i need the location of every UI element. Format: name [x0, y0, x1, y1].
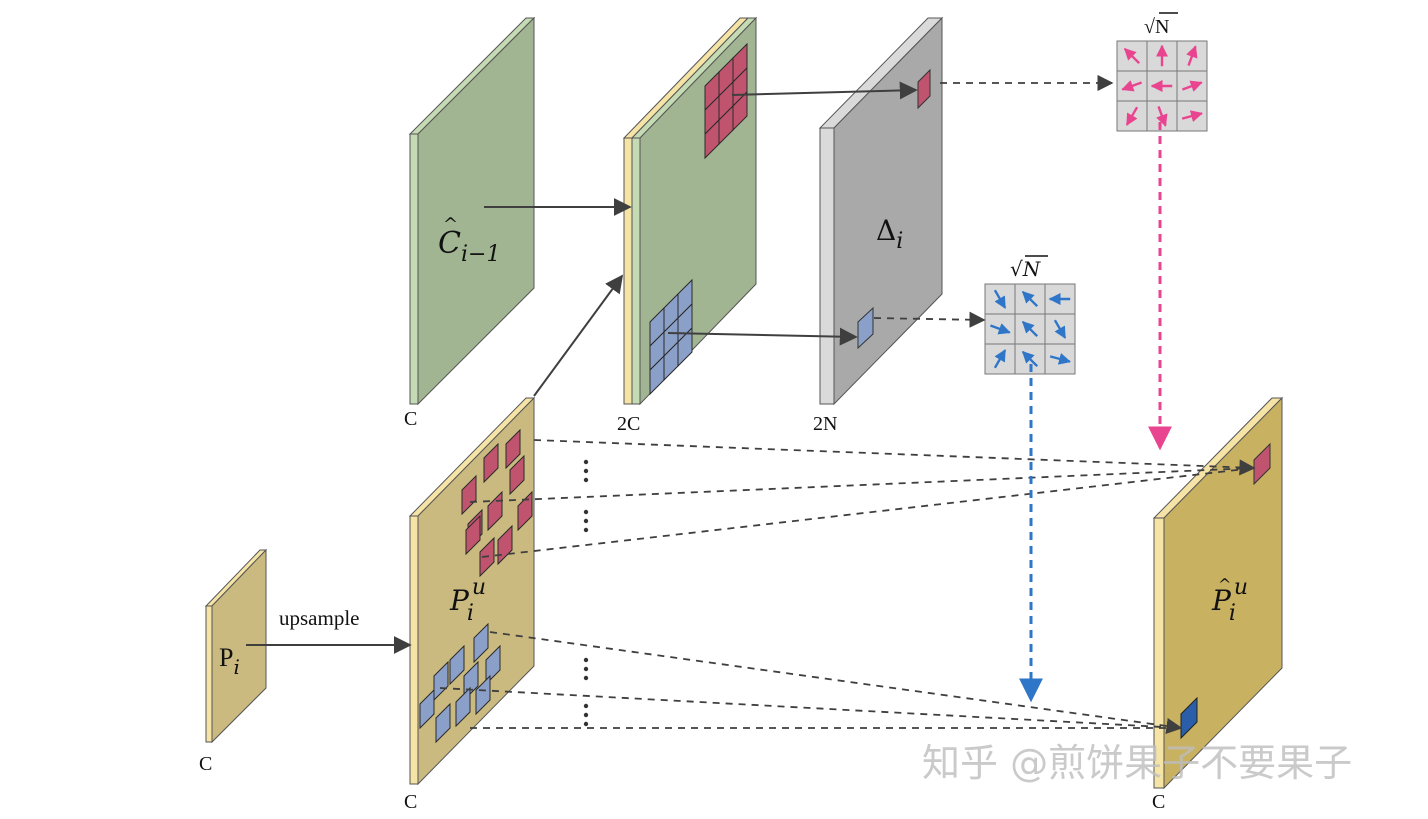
- c-prev-hat: ^: [443, 214, 458, 235]
- blue-patch: [435, 702, 451, 744]
- c-prev-label: Ci−1: [438, 226, 500, 267]
- sqrtN-top-label: √N: [1144, 16, 1169, 38]
- red-patch: [505, 428, 521, 470]
- red-patch: [461, 474, 477, 516]
- offset-arrow: [993, 289, 1007, 309]
- dim-label-phat: C: [1152, 791, 1165, 813]
- dash-red-1: [533, 439, 1256, 476]
- arrow-pu-to-concat: [533, 274, 624, 397]
- phat-red-cell: [1253, 442, 1271, 486]
- blue-patch: [475, 674, 491, 716]
- red-patch: [517, 490, 533, 532]
- red-patch: [465, 514, 481, 556]
- blue-patch: [473, 622, 489, 664]
- offset-arrow: [1181, 110, 1204, 122]
- offset-arrow: [1125, 106, 1139, 126]
- red-patch: [483, 442, 499, 484]
- offset-arrow: [1021, 320, 1039, 338]
- arrow-grid-blue: [984, 283, 1076, 375]
- dash-blue-2: [439, 687, 1182, 729]
- dash-red-3: [481, 467, 1255, 558]
- phat-plane: [1152, 396, 1284, 790]
- offset-arrow: [1049, 353, 1072, 365]
- dash-blue-1: [489, 631, 1183, 735]
- dim-label-pi: C: [199, 753, 212, 775]
- dash-delta-blue-to-grid: [873, 311, 986, 328]
- solid-arrows: [246, 81, 918, 654]
- blue-patch: [485, 644, 501, 686]
- concat-red-patch-grid: [704, 42, 748, 160]
- offset-arrow: [990, 323, 1011, 335]
- phat-label: Piu: [1211, 575, 1248, 626]
- blue-patch: [455, 686, 471, 728]
- blue-patch: [419, 688, 435, 730]
- blue-patch: [449, 644, 465, 686]
- c-prev-plane: [408, 16, 536, 406]
- offset-arrow: [1053, 319, 1067, 339]
- dim-label-delta: 2N: [813, 413, 837, 435]
- phat-hat: ^: [1218, 575, 1231, 594]
- dim-label-concat: 2C: [617, 413, 640, 435]
- red-patch: [509, 454, 525, 496]
- offset-arrow: [1186, 45, 1198, 66]
- offset-arrow: [993, 349, 1007, 369]
- offset-arrow: [1182, 80, 1203, 92]
- arrow-blue-to-delta: [667, 327, 858, 346]
- arrow-red-to-delta: [731, 81, 918, 100]
- red-patch: [732, 90, 748, 132]
- dim-label-c-prev: C: [404, 408, 417, 430]
- dashed-arrows: [439, 74, 1256, 735]
- delta-plane: [818, 16, 944, 406]
- offset-arrow: [1156, 106, 1168, 127]
- watermark: 知乎 @煎饼果子不要果子: [922, 741, 1352, 785]
- delta-red-cell: [917, 68, 931, 110]
- offset-arrow: [1021, 290, 1039, 308]
- upsample-label: upsample: [279, 606, 359, 630]
- delta-blue-cell: [857, 306, 874, 350]
- delta-label: Δi: [876, 214, 903, 254]
- pu-blue-patches: [419, 622, 501, 744]
- dim-label-pu: C: [404, 791, 417, 813]
- pi-label: Pi: [219, 643, 240, 679]
- ellipsis-dots: [583, 459, 589, 727]
- pi-plane: [204, 548, 268, 744]
- offset-arrow: [1121, 80, 1142, 92]
- arrow-grid-red: [1116, 40, 1208, 132]
- sqrtN-mid-label: √N: [1010, 257, 1042, 281]
- pu-label: Piu: [449, 575, 486, 626]
- offset-arrow: [1021, 350, 1039, 368]
- dash-red-2: [469, 467, 1255, 503]
- offset-arrow: [1123, 47, 1141, 65]
